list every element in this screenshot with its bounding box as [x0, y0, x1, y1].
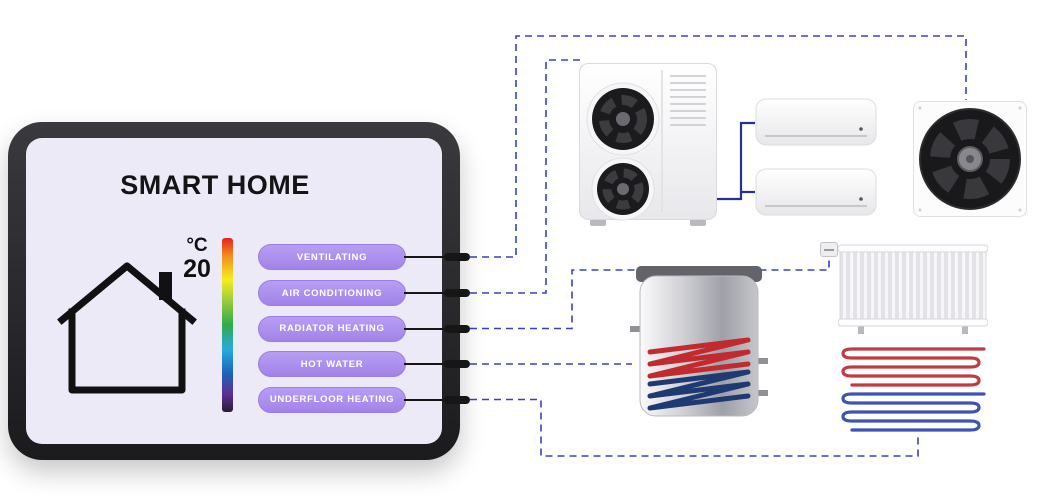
temperature-scale-gradient: [222, 238, 233, 412]
button-hot-water[interactable]: HOT WATER: [258, 351, 406, 377]
underfloor-heating-image: [838, 345, 986, 437]
connector-nub: [444, 289, 470, 297]
connector-nub: [444, 395, 470, 404]
button-underfloor-heating[interactable]: UNDERFLOOR HEATING: [258, 386, 406, 413]
connector-nub: [444, 324, 470, 333]
hot-water-tank-image: [630, 262, 768, 422]
tablet-screen: SMART HOME °C 20 VENTILATING AIR CONDITI…: [26, 138, 442, 444]
ac-indoor-unit-image: [755, 168, 877, 218]
ac-indoor-unit-image: [755, 98, 877, 148]
button-ventilating[interactable]: VENTILATING: [258, 244, 406, 270]
connector-line: [404, 363, 446, 365]
house-icon: [57, 262, 197, 394]
connector-nub: [444, 253, 470, 261]
connector-line: [404, 292, 446, 294]
heat-pump-fan-bottom: [591, 157, 655, 221]
button-radiator-heating[interactable]: RADIATOR HEATING: [258, 315, 406, 342]
connector-nub: [444, 360, 470, 368]
tank-hot-coil: [647, 337, 751, 379]
heat-pump-image: [578, 62, 718, 228]
connection-ventilating-line: [470, 35, 967, 258]
refrigerant-pipe: [712, 121, 755, 201]
underfloor-cold-pipe: [841, 392, 986, 432]
tablet-device: SMART HOME °C 20 VENTILATING AIR CONDITI…: [8, 122, 460, 460]
button-air-conditioning[interactable]: AIR CONDITIONING: [258, 280, 406, 306]
radiator-image: [837, 243, 989, 335]
connection-air-conditioning-line: [470, 59, 580, 294]
heat-pump-fan-top: [586, 82, 660, 156]
panel-title: SMART HOME: [120, 170, 310, 200]
connector-line: [404, 256, 446, 258]
underfloor-hot-pipe: [841, 347, 986, 387]
thermostat-image: [820, 242, 838, 257]
temperature-value: 20: [183, 254, 211, 283]
temperature-readout: °C 20: [170, 235, 224, 283]
connector-line: [404, 327, 446, 330]
connector-line: [404, 398, 446, 401]
temperature-unit: °C: [186, 235, 208, 256]
ventilation-fan-image: [912, 100, 1028, 218]
